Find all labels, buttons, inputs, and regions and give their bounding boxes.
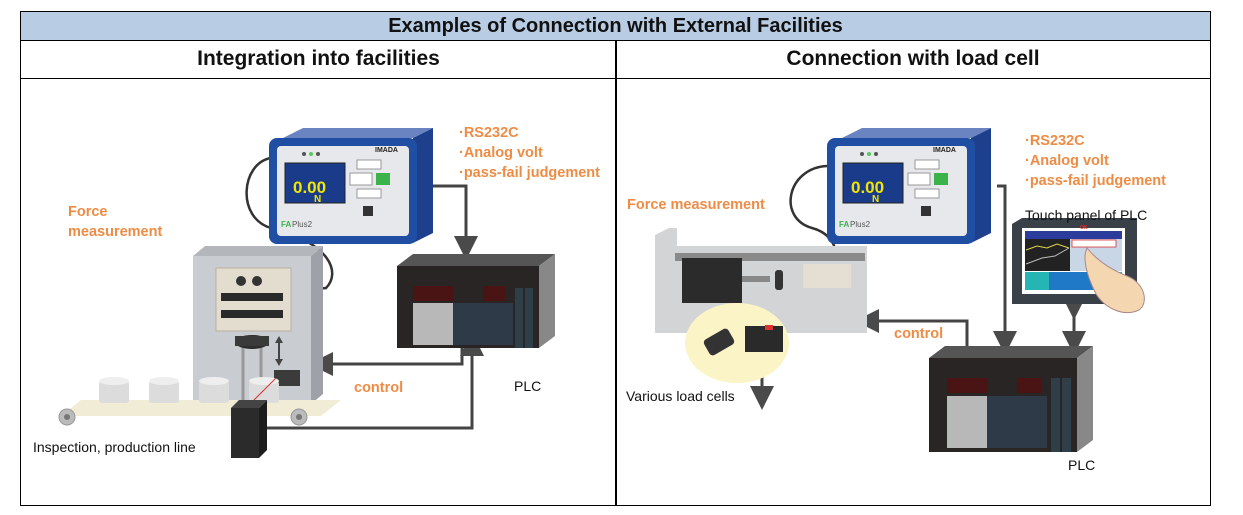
horizontal-test-stand [655, 228, 867, 383]
sensor-to-plc-arrow [256, 332, 484, 430]
device-model-suffix: Plus2 [292, 220, 313, 229]
control-label: control [354, 380, 404, 396]
left-output-list: ·RS232C ·Analog volt ·pass-fail judgemen… [459, 123, 600, 183]
device-reading: 0.00 [293, 178, 327, 197]
device-unit: N [314, 194, 322, 205]
touch-panel [1012, 218, 1145, 314]
device-brand: IMADA [375, 147, 398, 154]
conveyor-belt [58, 377, 341, 426]
force-label-line: measurement [68, 224, 163, 240]
device-to-plc-arrow [993, 184, 1017, 355]
load-cells-label: Various load cells [626, 388, 735, 404]
connection-examples-table: Examples of Connection with External Fac… [20, 11, 1211, 506]
integration-diagram: ·RS232C ·Analog volt ·pass-fail judgemen… [21, 78, 615, 505]
device-unit: N [872, 194, 880, 205]
device-model-suffix: Plus2 [850, 220, 871, 229]
device-model-prefix: FA [839, 220, 850, 229]
touch-ok-button: OK [1080, 225, 1088, 231]
force-measurement-label: Force measurement [627, 197, 765, 213]
plc-label: PLC [514, 378, 542, 394]
output-item: ·pass-fail judgement [1025, 173, 1166, 189]
load-cell-illustration [655, 128, 1145, 452]
integration-illustration [58, 128, 555, 458]
output-item: ·pass-fail judgement [459, 165, 600, 181]
touch-panel-label: Touch panel of PLC [1025, 207, 1148, 223]
left-column-title: Integration into facilities [21, 40, 616, 79]
photoelectric-sensor [231, 377, 277, 458]
device-reading: 0.00 [851, 178, 885, 197]
control-arrow [855, 309, 969, 346]
output-item: ·RS232C [1025, 133, 1085, 149]
right-column-title: Connection with load cell [616, 40, 1210, 79]
plc-label: PLC [1068, 457, 1096, 473]
output-item: ·Analog volt [459, 145, 543, 161]
table-header: Examples of Connection with External Fac… [21, 12, 1210, 41]
right-output-list: ·RS232C ·Analog volt ·pass-fail judgemen… [1025, 131, 1166, 191]
force-gauge-device [827, 128, 991, 244]
output-item: ·Analog volt [1025, 153, 1109, 169]
device-model-prefix: FA [281, 220, 292, 229]
plc-unit [397, 254, 555, 348]
load-cell-diagram: ·RS232C ·Analog volt ·pass-fail judgemen… [617, 78, 1210, 505]
control-label: control [894, 326, 944, 342]
force-label-line: Force [68, 204, 108, 220]
production-line-label: Inspection, production line [33, 439, 196, 455]
output-item: ·RS232C [459, 125, 519, 141]
column-divider [615, 40, 617, 505]
force-measurement-label: Force measurement [68, 202, 162, 242]
device-brand: IMADA [933, 147, 956, 154]
device-to-plc-arrow [429, 184, 478, 260]
force-gauge-device [269, 128, 433, 244]
plc-unit [929, 346, 1093, 452]
